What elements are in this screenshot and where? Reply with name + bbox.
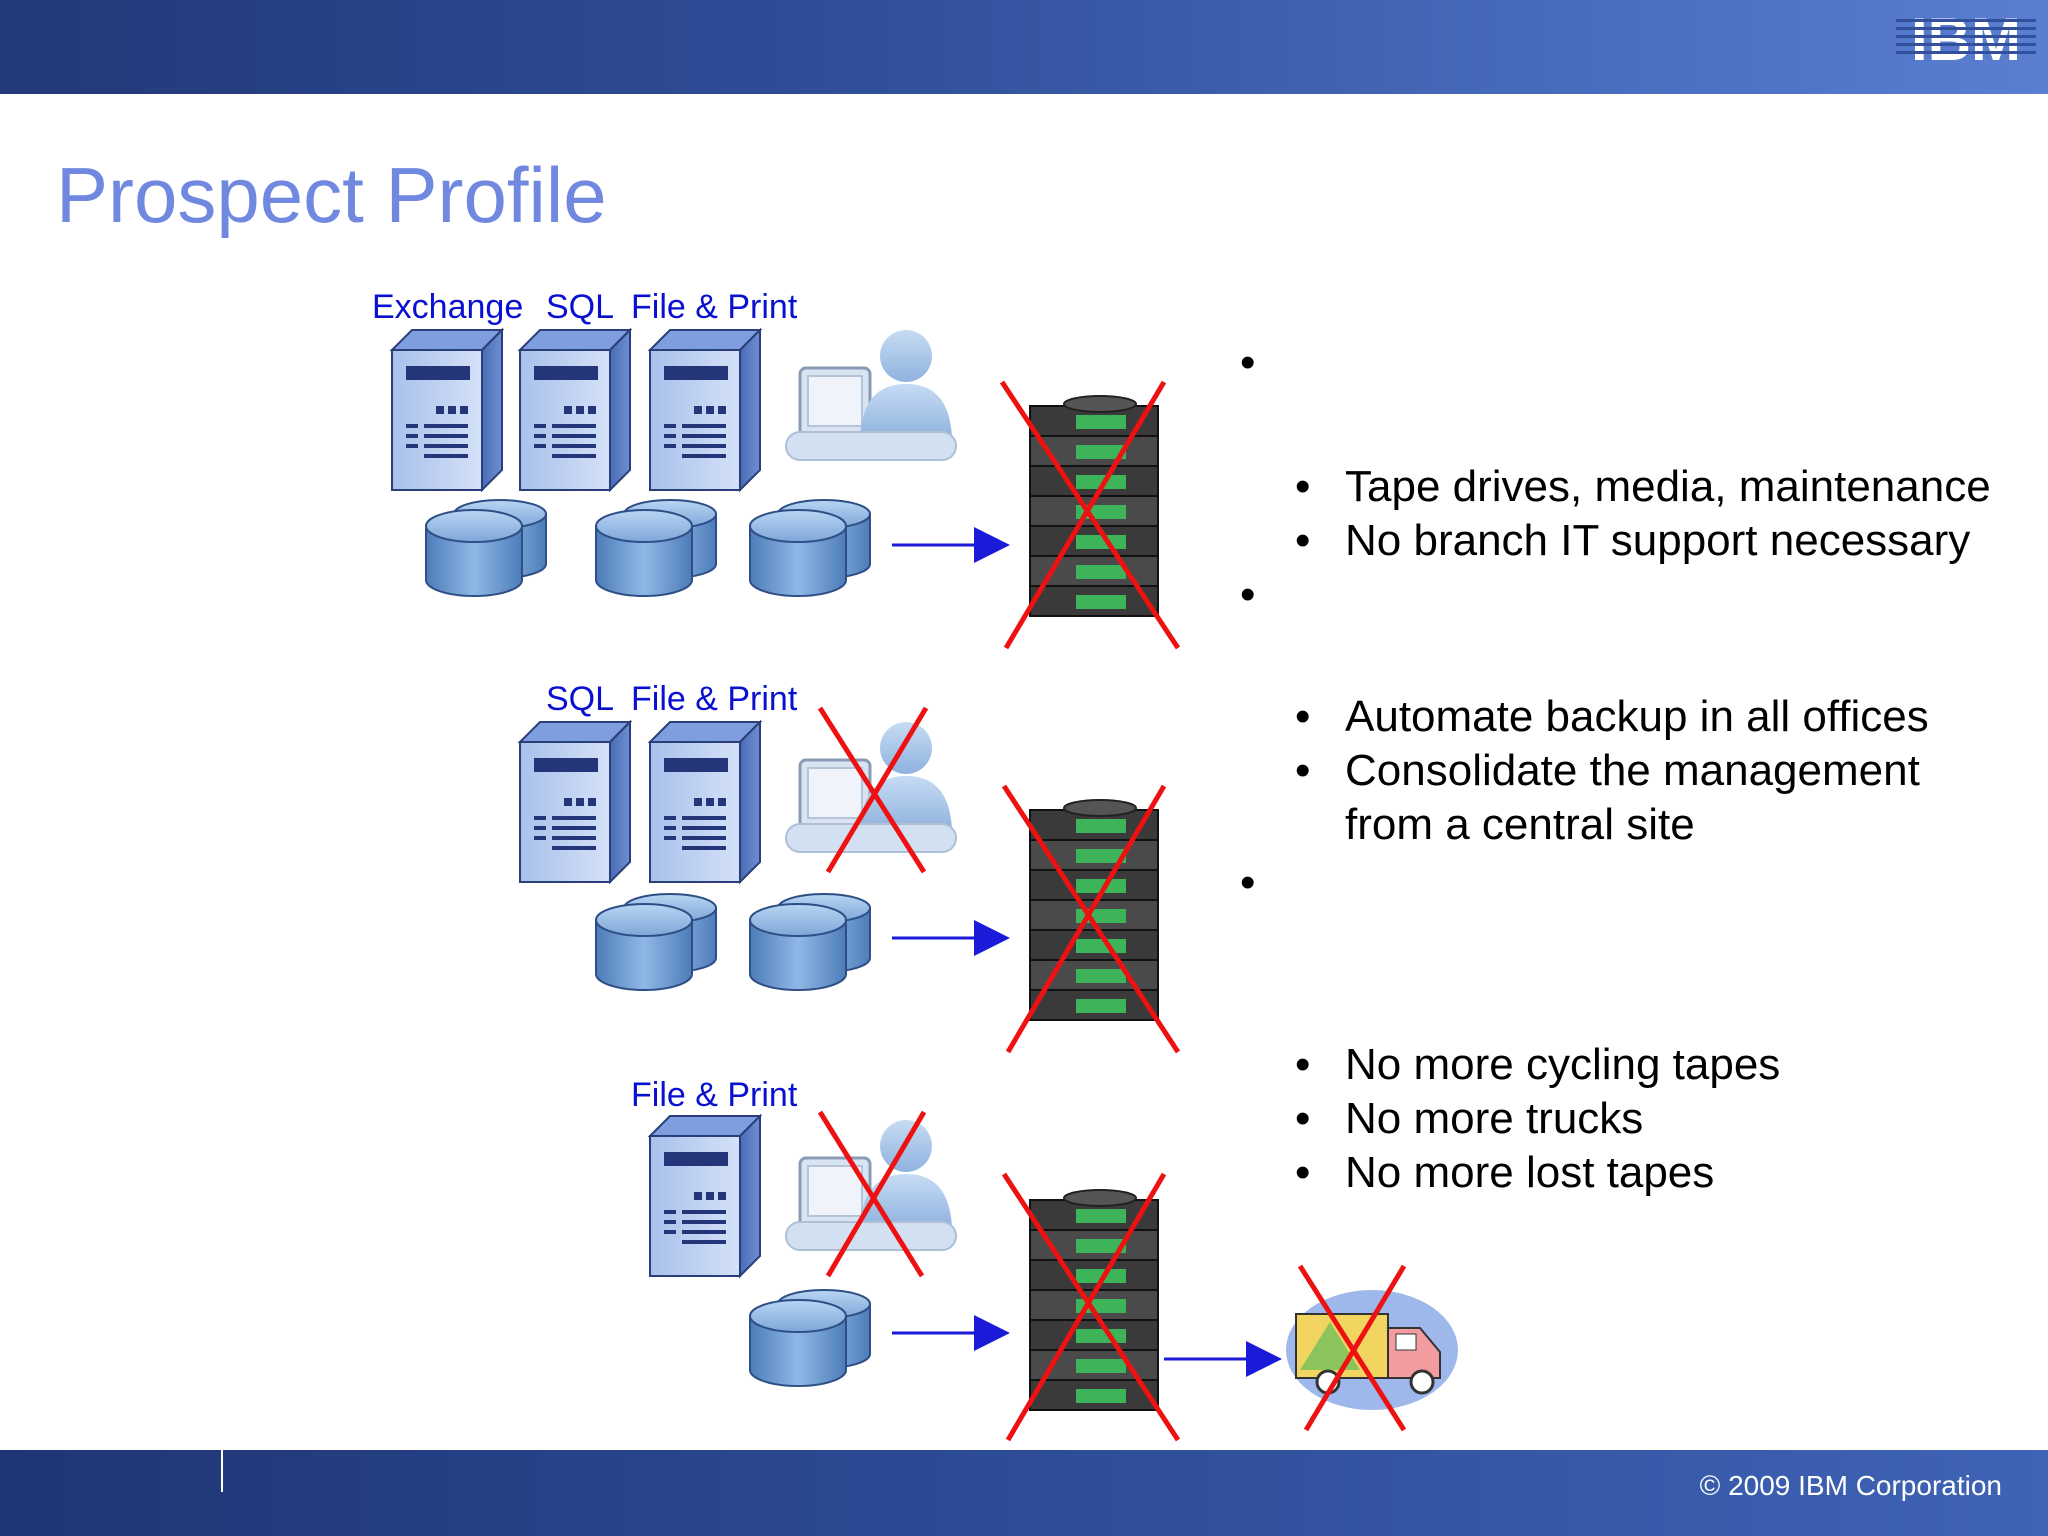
cross-out-icon xyxy=(1001,1172,1181,1442)
label-file-print: File & Print xyxy=(631,680,798,718)
bullet-marker: • xyxy=(1240,858,1256,907)
database-icon xyxy=(749,1289,871,1387)
database-icon xyxy=(595,499,717,597)
server-icon xyxy=(649,1115,761,1277)
list-item-continuation: from a central site xyxy=(1345,800,1695,849)
bullet-marker: • xyxy=(1240,338,1256,387)
list-item: •Consolidate the management xyxy=(1295,746,1920,795)
list-item: •No more cycling tapes xyxy=(1295,1040,1781,1089)
label-file-print: File & Print xyxy=(631,1076,798,1114)
database-icon xyxy=(595,893,717,991)
database-icon xyxy=(749,893,871,991)
server-icon xyxy=(649,721,761,883)
user-workstation-icon xyxy=(784,328,958,462)
copyright-text: © 2009 IBM Corporation xyxy=(1699,1470,2002,1501)
list-item: •Tape drives, media, maintenance xyxy=(1295,462,1991,511)
ibm-logo-text: IBM xyxy=(1911,8,2021,72)
cross-out-icon xyxy=(817,706,929,874)
label-sql: SQL xyxy=(546,288,615,326)
server-icon xyxy=(391,329,503,491)
truck-icon xyxy=(1286,1290,1458,1410)
cross-out-icon xyxy=(1297,1264,1407,1432)
list-item: •Automate backup in all offices xyxy=(1295,692,1929,741)
page-title: Prospect Profile xyxy=(56,151,607,239)
list-item: •No more lost tapes xyxy=(1295,1148,1715,1197)
footer-bar xyxy=(0,1450,2048,1536)
server-icon xyxy=(519,721,631,883)
ibm-logo: IBM xyxy=(1896,8,2036,72)
label-exchange: Exchange xyxy=(372,288,524,326)
cross-out-icon xyxy=(1001,784,1181,1054)
server-icon xyxy=(649,329,761,491)
label-file-print: File & Print xyxy=(631,288,798,326)
list-item: •No more trucks xyxy=(1295,1094,1644,1143)
server-icon xyxy=(519,329,631,491)
database-icon xyxy=(425,499,547,597)
bullet-marker: • xyxy=(1240,570,1256,619)
header-bar: IBM xyxy=(0,0,2048,94)
database-icon xyxy=(749,499,871,597)
label-sql: SQL xyxy=(546,680,615,718)
cross-out-icon xyxy=(817,1110,927,1278)
footer-divider xyxy=(221,1450,223,1492)
user-workstation-icon xyxy=(784,1118,958,1252)
list-item: •No branch IT support necessary xyxy=(1295,516,1971,565)
cross-out-icon xyxy=(999,380,1181,650)
